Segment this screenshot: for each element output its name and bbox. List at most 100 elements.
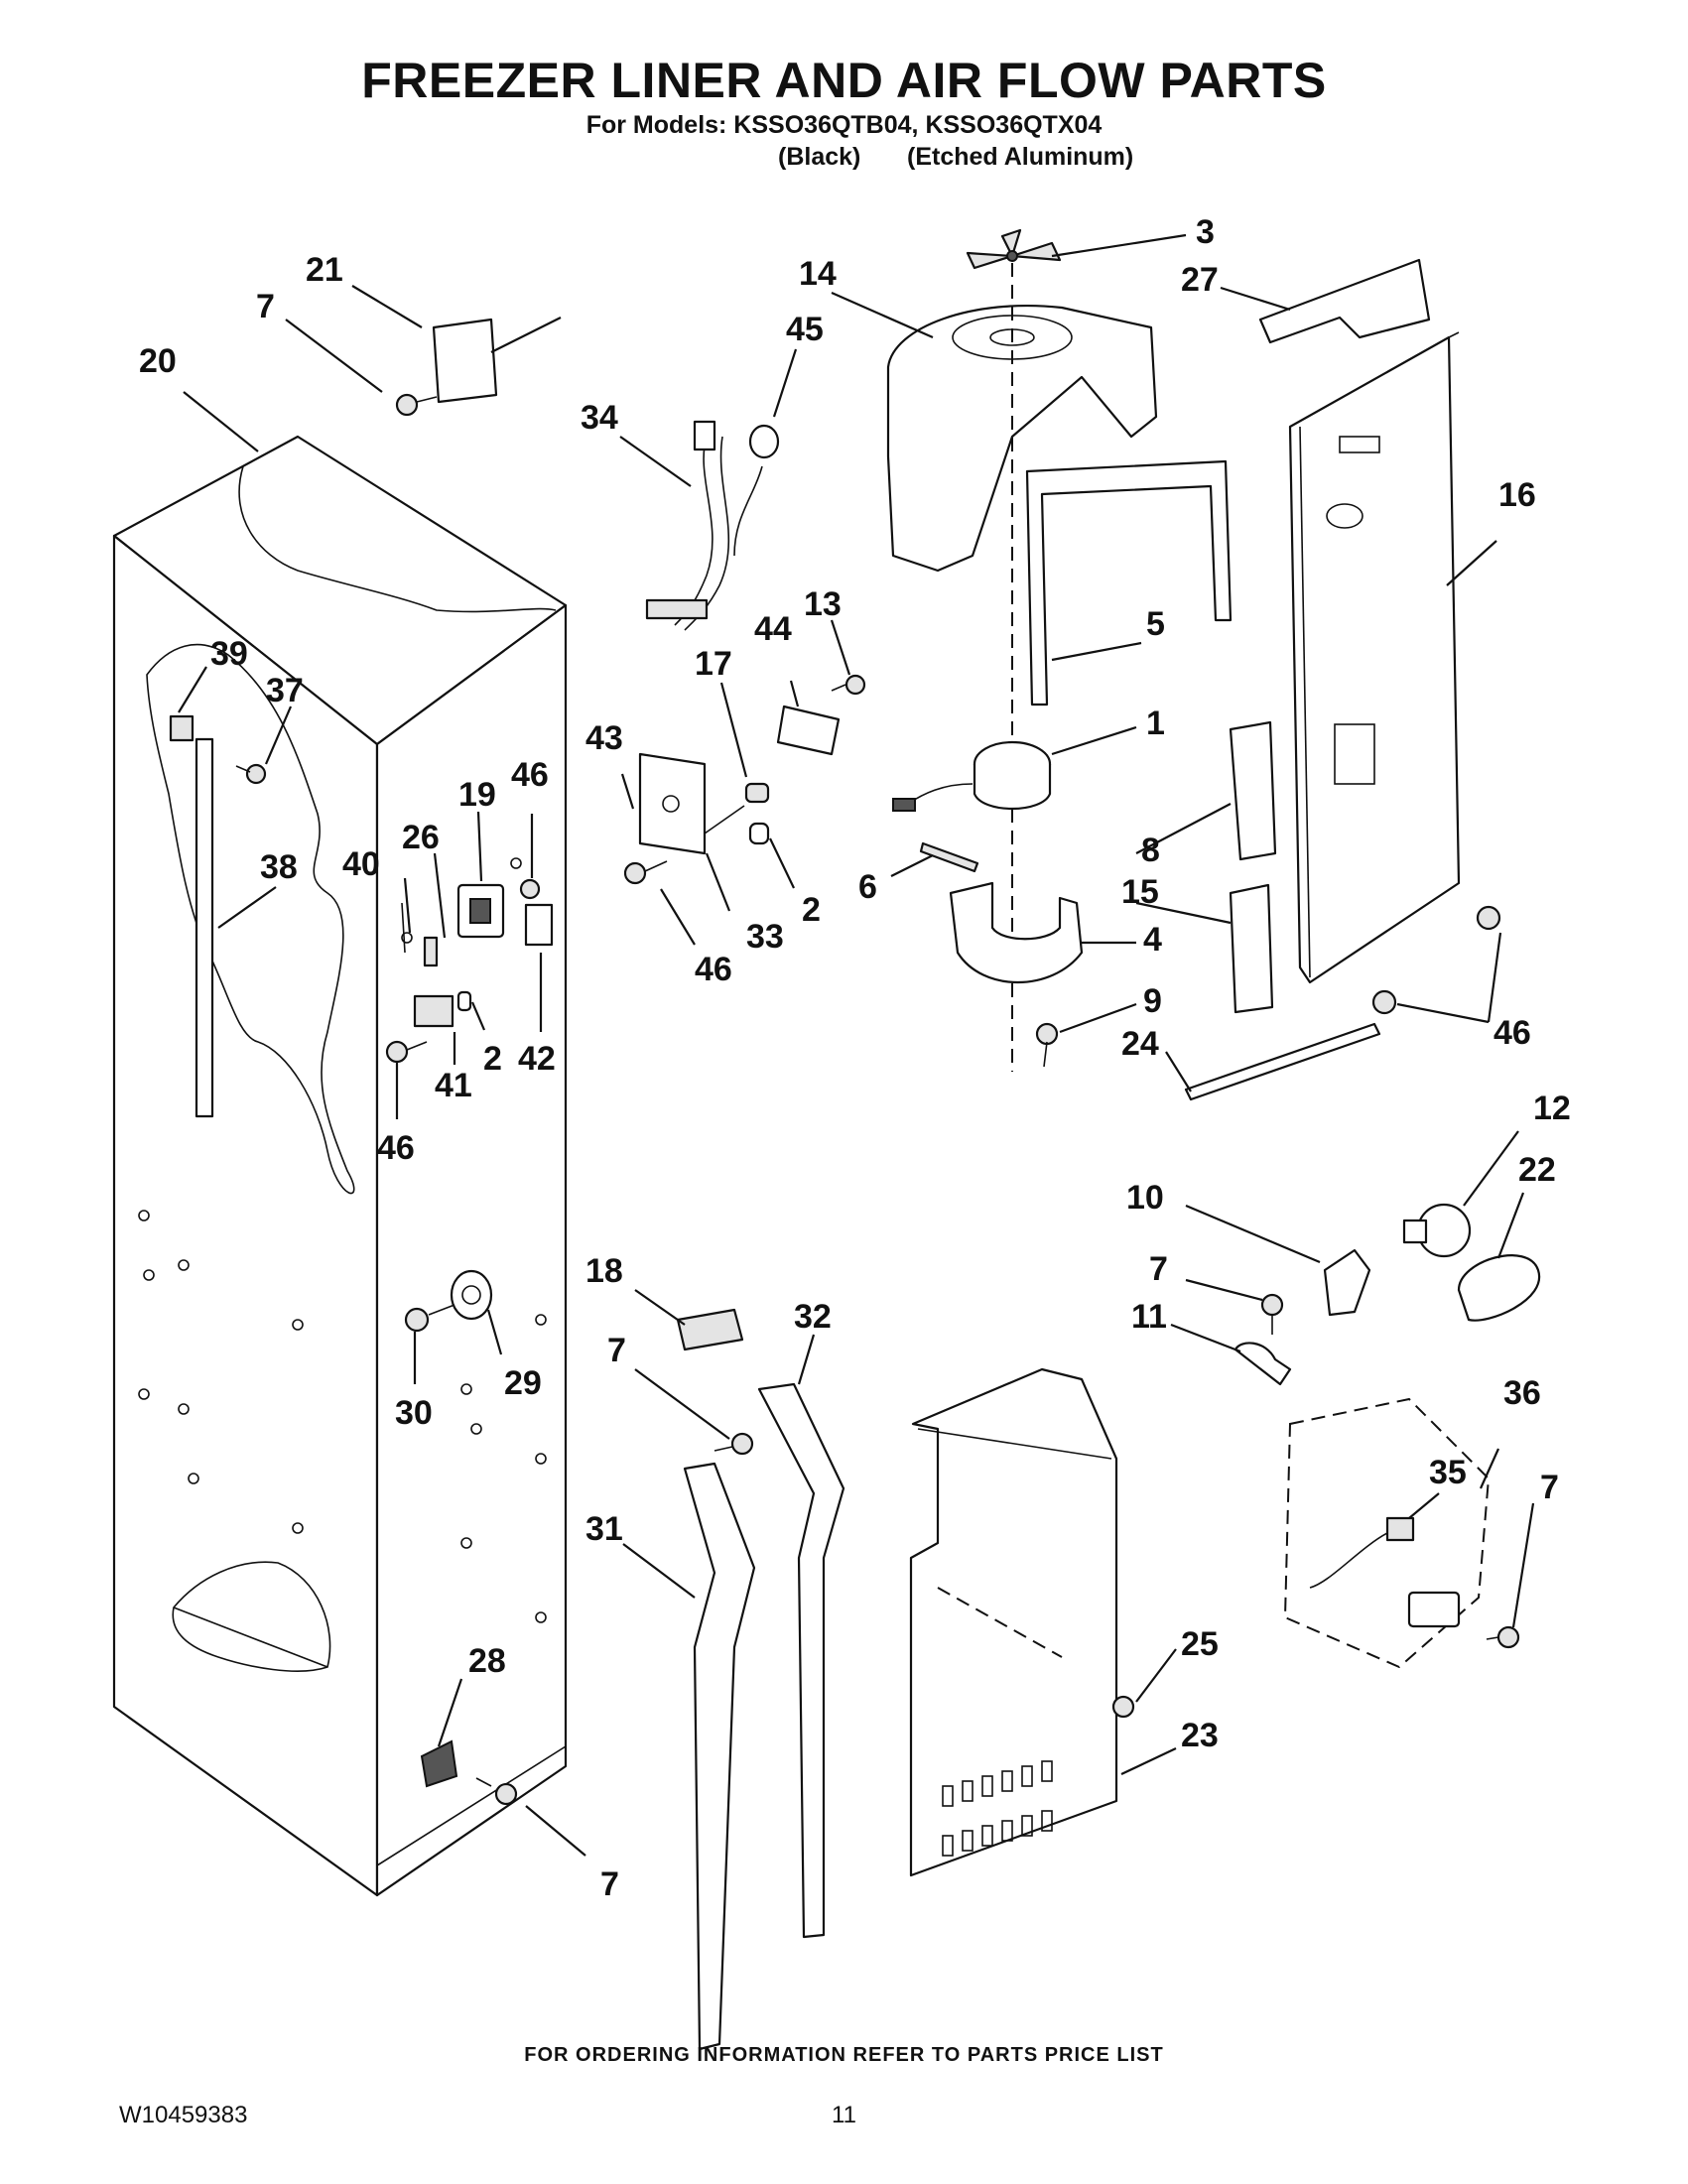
screw-part [404,1304,455,1333]
callout-38: 38 [260,848,298,886]
callout-41: 41 [435,1067,472,1104]
callout-35: 35 [1429,1454,1467,1491]
fan-motor-part [892,740,1052,812]
screw-part [235,763,267,785]
screw-part [623,860,668,885]
page-number: 11 [832,2102,856,2128]
circuit-board-part [776,705,841,756]
seal-strip-part [757,1382,845,1939]
callout-3: 3 [1196,213,1215,251]
callout-7: 7 [256,288,275,325]
screw-part [1371,989,1397,1015]
callout-numbers: 20 21 7 39 37 38 40 26 19 46 42 2 41 46 … [139,213,1571,1903]
callout-28: 28 [468,1642,506,1680]
callout-12: 12 [1533,1090,1571,1127]
callout-37: 37 [266,672,304,709]
callout-22: 22 [1518,1151,1556,1189]
callout-46: 46 [1493,1014,1531,1052]
callout-1: 1 [1146,705,1165,742]
screw-part [475,1777,518,1806]
callout-6: 6 [858,868,877,906]
callout-19: 19 [458,776,496,814]
callout-40: 40 [342,845,380,883]
grommet-part [744,782,770,804]
clip-part [169,714,195,742]
fan-housing-part [886,304,1158,573]
screw-part [1260,1293,1284,1335]
callout-13: 13 [804,585,842,623]
callout-30: 30 [395,1394,433,1432]
light-cover-part [1457,1254,1541,1322]
callout-24: 24 [1121,1025,1159,1063]
callout-7: 7 [607,1332,626,1369]
screw-part [714,1432,754,1456]
callout-7: 7 [600,1865,619,1903]
callout-29: 29 [504,1364,542,1402]
callout-45: 45 [786,311,824,348]
callout-4: 4 [1143,921,1162,959]
variant-black-label: (Black) [778,143,861,171]
rear-panel-part [1288,335,1461,984]
callout-42: 42 [518,1040,556,1078]
mounting-plate-part [638,752,707,855]
bushing-part [748,822,770,845]
fan-blade-part [966,228,1062,270]
callout-15: 15 [1121,873,1159,911]
callout-44: 44 [754,610,792,648]
callout-39: 39 [210,635,248,673]
light-bulb-part [1402,1203,1472,1258]
kit-outline [1283,1397,1491,1669]
top-cover-part [1258,258,1431,344]
rail-part [195,737,214,1118]
freezer-liner-part [112,435,568,1897]
page-title: FREEZER LINER AND AIR FLOW PARTS [361,53,1327,108]
model-numbers: For Models: KSSO36QTB04, KSSO36QTX04 [585,111,1103,139]
callout-18: 18 [585,1252,623,1290]
screw-part [1035,1022,1059,1068]
callout-17: 17 [695,645,732,683]
damper-knob-part [450,1269,493,1321]
bracket-strip-part [683,1462,756,2051]
callout-27: 27 [1181,261,1219,299]
callout-21: 21 [306,251,343,289]
link-part [919,841,979,873]
air-shroud-part [909,1367,1118,1877]
variant-etched-label: (Etched Aluminum) [907,143,1134,171]
callout-7: 7 [1540,1469,1559,1506]
clamp-part [420,1739,458,1788]
sensor-part [1309,1516,1461,1628]
damper-part [1229,720,1277,861]
damper-cover-part [1229,883,1274,1014]
trim-strip-part [1184,1022,1381,1101]
callout-46: 46 [695,951,732,988]
screw-part [1486,1625,1520,1649]
callout-25: 25 [1181,1625,1219,1663]
screw-part [395,393,438,417]
bracket-part [432,318,498,404]
callout-31: 31 [585,1510,623,1548]
callout-9: 9 [1143,982,1162,1020]
gasket-part [1025,459,1233,707]
callout-2: 2 [483,1040,502,1078]
callout-5: 5 [1146,605,1165,643]
callout-33: 33 [746,918,784,956]
callout-16: 16 [1498,476,1536,514]
wire-harness-part [645,420,780,631]
callout-7: 7 [1149,1250,1168,1288]
control-board-part [413,994,454,1028]
callout-36: 36 [1503,1374,1541,1412]
callout-8: 8 [1141,832,1160,869]
callout-32: 32 [794,1298,832,1336]
clamp-part [1234,1342,1292,1386]
callout-10: 10 [1126,1179,1164,1217]
callout-46: 46 [511,756,549,794]
leader-lines [178,233,1535,1857]
document-number: W10459383 [119,2102,248,2128]
callout-26: 26 [402,819,440,856]
motor-bracket-part [949,881,1084,983]
callout-43: 43 [585,719,623,757]
callout-2: 2 [802,891,821,929]
cover-part [524,903,554,947]
callout-34: 34 [581,399,618,437]
screw-part [1111,1695,1135,1719]
